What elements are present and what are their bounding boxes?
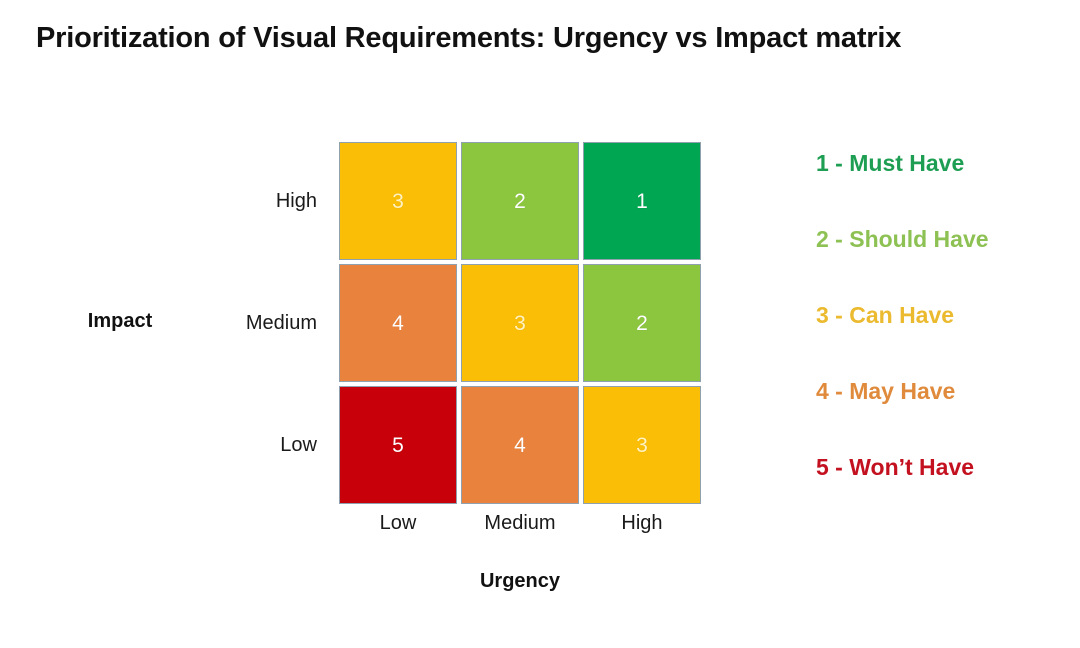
matrix-cell-value: 2 (636, 311, 648, 335)
matrix-cell-low-low[interactable]: 5 (339, 386, 457, 504)
matrix-cell-value: 3 (392, 189, 404, 213)
y-tick-medium: Medium (245, 311, 317, 334)
x-tick-low: Low (379, 512, 417, 534)
matrix-cell-medium-high[interactable]: 2 (583, 264, 701, 382)
legend-item-can-have: 3 - Can Have (816, 302, 955, 328)
y-tick-high: High (275, 189, 317, 212)
matrix-cell-low-high[interactable]: 3 (583, 386, 701, 504)
matrix-cell-value: 2 (514, 189, 526, 213)
urgency-impact-matrix: 3 2 1 4 3 2 5 4 3 (339, 142, 701, 504)
matrix-cell-medium-medium[interactable]: 3 (461, 264, 579, 382)
legend-item-wont-have: 5 - Won’t Have (816, 454, 975, 480)
matrix-cell-value: 3 (514, 311, 526, 335)
matrix-cell-value: 4 (514, 433, 526, 457)
y-tick-low: Low (280, 433, 317, 456)
legend-item-may-have: 4 - May Have (816, 378, 956, 404)
matrix-cell-value: 1 (636, 189, 648, 213)
x-axis-tick-labels: Low Medium High (339, 512, 701, 535)
matrix-cell-value: 3 (636, 433, 648, 457)
matrix-cell-low-medium[interactable]: 4 (461, 386, 579, 504)
y-axis-tick-labels: High Medium Low (185, 142, 325, 504)
page-title: Prioritization of Visual Requirements: U… (36, 22, 902, 54)
priority-legend: 1 - Must Have 2 - Should Have 3 - Can Ha… (816, 152, 1066, 479)
y-axis-title: Impact (87, 310, 153, 332)
x-axis-title: Urgency (479, 570, 561, 592)
x-tick-high: High (621, 512, 663, 534)
matrix-grid: 3 2 1 4 3 2 5 4 3 (339, 142, 701, 504)
matrix-cell-value: 4 (392, 311, 404, 335)
matrix-cell-high-high[interactable]: 1 (583, 142, 701, 260)
matrix-cell-value: 5 (392, 433, 404, 457)
matrix-cell-high-medium[interactable]: 2 (461, 142, 579, 260)
x-tick-medium: Medium (484, 512, 556, 534)
legend-item-should-have: 2 - Should Have (816, 226, 989, 252)
legend-item-must-have: 1 - Must Have (816, 150, 965, 176)
matrix-cell-high-low[interactable]: 3 (339, 142, 457, 260)
matrix-cell-medium-low[interactable]: 4 (339, 264, 457, 382)
